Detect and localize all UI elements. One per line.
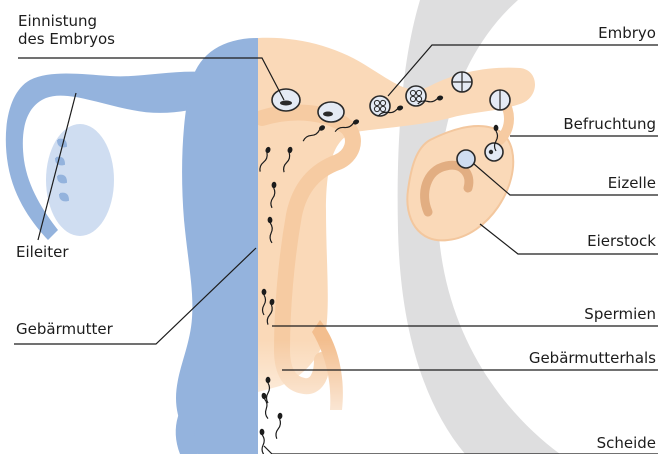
- label-implantation: Einnistung des Embryos: [18, 12, 115, 48]
- left-vagina-curve: [175, 388, 214, 454]
- uterus-body-right: [258, 37, 535, 392]
- label-implantation-line2: des Embryos: [18, 30, 115, 48]
- leader-ovary: [479, 223, 658, 255]
- leader-vagina: [263, 445, 658, 454]
- label-fallopian-tube: Eileiter: [16, 243, 69, 261]
- label-sperm: Spermien: [584, 305, 656, 323]
- sperm: [302, 125, 325, 142]
- uterus-body-left: [176, 38, 258, 454]
- morula: [369, 95, 391, 117]
- label-uterus: Gebärmutter: [16, 320, 113, 338]
- sperm: [267, 216, 273, 244]
- sperm: [261, 392, 269, 420]
- leader-lines: [14, 44, 658, 454]
- sperm: [266, 298, 275, 325]
- implanted-embryo: [271, 88, 301, 112]
- left-ovary: [46, 124, 114, 236]
- sperm: [259, 146, 271, 172]
- sperm: [334, 119, 360, 133]
- eight-cell-stage: [405, 85, 427, 107]
- label-vagina: Scheide: [596, 434, 656, 452]
- fertilized-egg: [484, 142, 504, 162]
- leader-implantation: [18, 57, 285, 101]
- sperm: [283, 146, 293, 173]
- sperm: [270, 181, 277, 209]
- cervix-fade: [258, 340, 378, 454]
- sperm: [275, 412, 283, 440]
- label-embryo: Embryo: [598, 24, 656, 42]
- sperm: [377, 105, 404, 117]
- leader-egg-cell: [473, 163, 658, 196]
- label-cervix: Gebärmutterhals: [528, 349, 656, 367]
- sperm: [261, 288, 267, 316]
- sperm: [417, 95, 444, 105]
- sperm-cells: [259, 95, 499, 454]
- label-implantation-line1: Einnistung: [18, 12, 98, 30]
- embryo-stages: [271, 71, 511, 169]
- sperm: [265, 376, 271, 404]
- left-fimbriae: [55, 138, 70, 202]
- label-fertilization: Befruchtung: [563, 115, 656, 133]
- sperm: [493, 124, 499, 152]
- label-egg-cell: Eizelle: [607, 174, 656, 192]
- corpus-luteum: [420, 160, 474, 217]
- left-tube-arm: [5, 71, 210, 240]
- leader-fallopian-tube: [37, 92, 77, 241]
- sperm: [259, 428, 265, 454]
- leader-uterus: [14, 247, 257, 345]
- leader-embryo: [387, 44, 658, 97]
- label-ovary: Eierstock: [587, 232, 656, 250]
- egg-cell: [456, 149, 476, 169]
- uterus-left-half: [5, 38, 258, 454]
